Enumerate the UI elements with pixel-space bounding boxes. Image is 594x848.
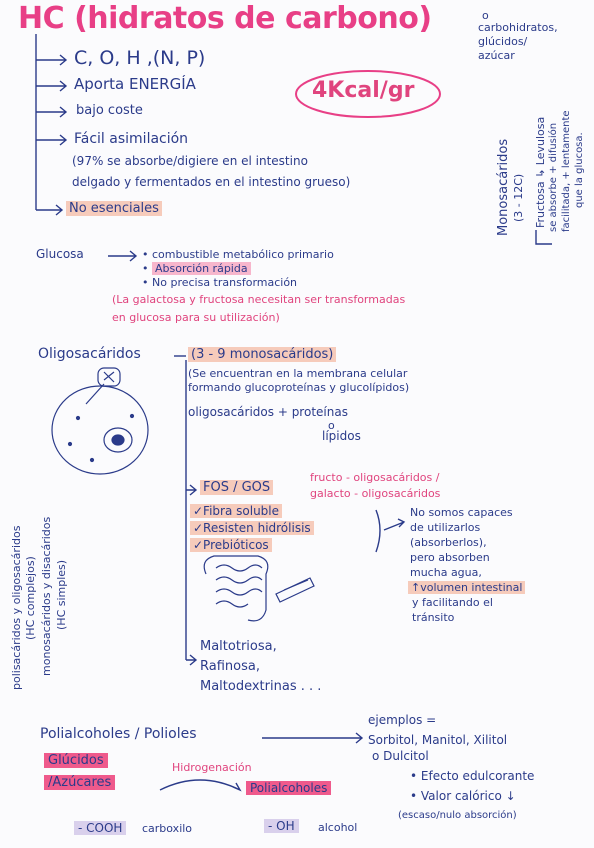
monosacaridos-range: (3 - 12C) [512, 173, 525, 222]
combo-lipidos: lípidos [322, 429, 361, 443]
fos-gos-label: FOS / GOS [200, 480, 274, 496]
glucosa-note-line2: en glucosa para su utilización) [112, 311, 280, 324]
property-fibra: ✓Fibra soluble [190, 504, 283, 519]
effect-line1: No somos capaces [410, 506, 513, 519]
carboxilo-label: carboxilo [142, 822, 193, 835]
example-maltotriosa: Maltotriosa, [200, 639, 277, 654]
fructosa-note-line3: facilitada, + lentamente [561, 110, 572, 232]
not-essential-label: No esenciales [66, 201, 162, 217]
cooh-label: - COOH [74, 821, 127, 836]
fructosa-note-line1: Fructosa ↳ Levulosa [534, 116, 547, 228]
side-complex-line2: (HC complejos) [24, 556, 37, 640]
side-simple-line2: (HC simples) [55, 559, 68, 630]
glucosa-label: Glucosa [36, 247, 84, 261]
intestine-drawing [203, 555, 315, 622]
fructosa-note-line2: se absorbe + difusión [548, 122, 559, 232]
property-prebioticos: ✓Prebióticos [190, 538, 272, 553]
fos-gos-note-line1: fructo - oligosacáridos / [310, 471, 440, 484]
glucidos-label: Glúcidos [44, 753, 108, 769]
alcohol-label: alcohol [318, 821, 358, 834]
combo-or: o [328, 419, 335, 432]
composition-assimilation: Fácil asimilación [74, 131, 189, 147]
poly-effect-2: • Valor calórico ↓ [410, 789, 516, 803]
glucosa-point-2: • Absorción rápida [142, 262, 251, 276]
membrane-note-line1: (Se encuentran en la membrana celular [188, 367, 408, 380]
cell-drawing [51, 367, 149, 475]
composition-elements: C, O, H ,(N, P) [74, 47, 206, 69]
effect-line4: pero absorben [410, 551, 490, 564]
oh-label: - OH [264, 819, 299, 834]
composition-energy: Aporta ENERGÍA [74, 75, 196, 93]
effect-line8: tránsito [412, 611, 455, 624]
oligosacaridos-label: Oligosacáridos [38, 346, 141, 362]
poly-effect-1: • Efecto edulcorante [410, 769, 535, 783]
effect-line6: ↑volumen intestinal [408, 581, 526, 595]
glucosa-note-line1: (La galactosa y fructosa necesitan ser t… [112, 293, 406, 306]
synonym-carbohidratos: carbohidratos, [478, 21, 558, 34]
monosacaridos-label: Monosacáridos [496, 138, 511, 236]
composition-cost: bajo coste [76, 103, 143, 118]
synonym-glucidos: glúcidos/ [478, 35, 528, 48]
synonym-or: o [482, 9, 489, 22]
absorption-note-line1: (97% se absorbe/digiere en el intestino [72, 154, 308, 168]
poly-effect-3: (escaso/nulo absorción) [398, 810, 517, 821]
examples-label: ejemplos = [368, 713, 437, 727]
effect-line3: (absorberlos), [410, 536, 487, 549]
examples-line2: o Dulcitol [372, 749, 429, 763]
glucosa-point-3: • No precisa transformación [142, 276, 298, 289]
fructosa-note-line4: que la glucosa. [574, 132, 585, 208]
side-simple-line1: monosacáridos y disacáridos [40, 516, 53, 676]
effect-line2: de utilizarlos [410, 521, 481, 534]
glucosa-point-1: • combustible metabólico primario [142, 248, 334, 261]
side-complex-line1: polisacáridos y oligosacáridos [10, 525, 23, 690]
example-maltodextrinas: Maltodextrinas . . . [200, 679, 322, 694]
fos-gos-note-line2: galacto - oligosacáridos [310, 487, 441, 500]
property-hidrolisis: ✓Resisten hidrólisis [190, 521, 314, 536]
polialcoholes-result: Polialcoholes [246, 781, 332, 796]
oligosacaridos-range: (3 - 9 monosacáridos) [188, 347, 337, 363]
synonym-azucar: azúcar [478, 49, 515, 62]
combo-line: oligosacáridos + proteínas [188, 405, 348, 419]
absorption-note-line2: delgado y fermentados en el intestino gr… [72, 175, 351, 189]
examples-line1: Sorbitol, Manitol, Xilitol [368, 733, 508, 747]
effect-line7: y facilitando el [412, 596, 493, 609]
azucares-label: /Azúcares [44, 775, 116, 791]
example-rafinosa: Rafinosa, [200, 659, 260, 674]
effect-line5: mucha agua, [410, 566, 482, 579]
energy-badge: 4Kcal/gr [312, 78, 415, 103]
page-title: HC (hidratos de carbono) [18, 1, 432, 36]
membrane-note-line2: formando glucoproteínas y glucolípidos) [188, 381, 410, 394]
hidrogenacion-label: Hidrogenación [172, 761, 252, 774]
polialcoholes-label: Polialcoholes / Polioles [40, 726, 197, 742]
